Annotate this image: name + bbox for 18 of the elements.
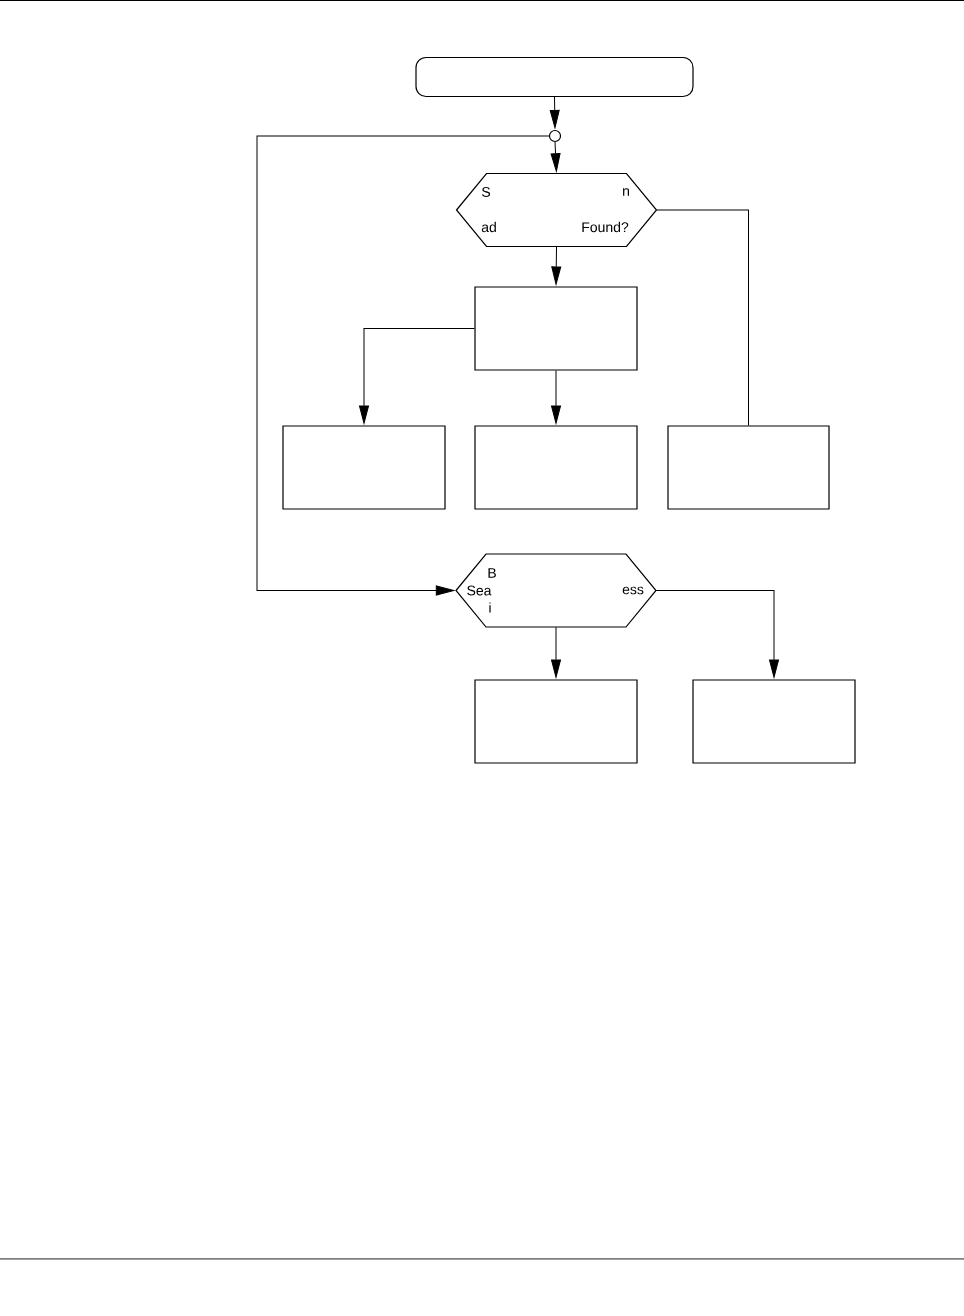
decision-hexagon: S n ad Found? [455, 172, 658, 248]
arrow [655, 590, 779, 678]
process-box [692, 679, 856, 764]
arrow [551, 370, 561, 424]
terminator-box [415, 56, 694, 98]
arrow [549, 96, 560, 129]
connector-line [656, 209, 749, 426]
process-box [667, 425, 830, 510]
arrow [551, 246, 562, 285]
arrow [550, 141, 561, 172]
process-box [282, 425, 446, 510]
arrow [551, 626, 561, 678]
process-box [474, 425, 638, 510]
arrow [359, 328, 475, 424]
decision-hexagon: B Sea i ess [455, 553, 657, 628]
arrow [256, 135, 550, 596]
process-box [474, 286, 638, 371]
process-box [474, 679, 638, 764]
